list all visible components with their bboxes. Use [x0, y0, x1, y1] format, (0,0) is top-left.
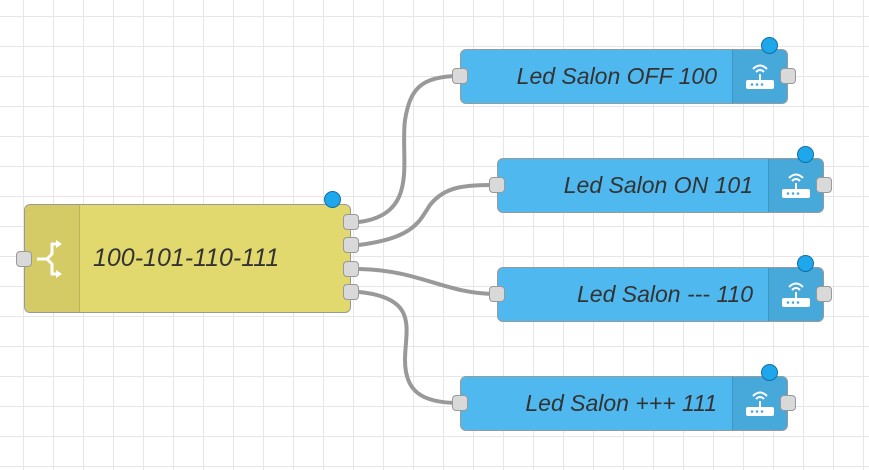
mqtt-status-dot-1: [761, 37, 778, 54]
mqtt-input-port-4[interactable]: [452, 395, 468, 411]
mqtt-input-port-1[interactable]: [452, 68, 468, 84]
wifi-router-icon: [732, 377, 787, 430]
wifi-router-icon: [768, 268, 823, 321]
mqtt-status-dot-3: [797, 255, 814, 272]
mqtt-output-port-4[interactable]: [780, 395, 796, 411]
mqtt-input-port-2[interactable]: [489, 177, 505, 193]
switch-icon: [25, 205, 80, 312]
mqtt-node-label: Led Salon --- 110: [576, 281, 753, 307]
mqtt-node-led-minus[interactable]: Led Salon --- 110: [497, 267, 824, 322]
switch-output-port-3[interactable]: [343, 261, 359, 277]
switch-status-dot: [324, 191, 341, 208]
mqtt-output-port-1[interactable]: [780, 68, 796, 84]
wire-to-led-minus[interactable]: [357, 267, 498, 296]
mqtt-node-led-plus[interactable]: Led Salon +++ 111: [460, 376, 788, 431]
mqtt-node-label: Led Salon OFF 100: [516, 63, 717, 89]
wire-to-led-plus[interactable]: [357, 290, 461, 405]
switch-output-port-4[interactable]: [343, 284, 359, 300]
switch-output-port-2[interactable]: [343, 237, 359, 253]
mqtt-node-label: Led Salon +++ 111: [525, 390, 717, 416]
mqtt-output-port-3[interactable]: [816, 286, 832, 302]
wifi-router-icon: [732, 50, 787, 103]
wire-to-led-on[interactable]: [357, 183, 498, 247]
mqtt-status-dot-4: [761, 364, 778, 381]
switch-output-port-1[interactable]: [343, 214, 359, 230]
wifi-router-icon: [768, 159, 823, 212]
switch-node-label: 100-101-110-111: [93, 244, 280, 272]
mqtt-output-port-2[interactable]: [816, 177, 832, 193]
mqtt-node-label: Led Salon ON 101: [563, 172, 753, 198]
switch-node[interactable]: 100-101-110-111: [24, 204, 351, 313]
mqtt-node-led-off[interactable]: Led Salon OFF 100: [460, 49, 788, 104]
mqtt-node-led-on[interactable]: Led Salon ON 101: [497, 158, 824, 213]
mqtt-input-port-3[interactable]: [489, 286, 505, 302]
wire-to-led-off[interactable]: [357, 74, 461, 224]
switch-input-port[interactable]: [16, 251, 32, 267]
mqtt-status-dot-2: [797, 146, 814, 163]
